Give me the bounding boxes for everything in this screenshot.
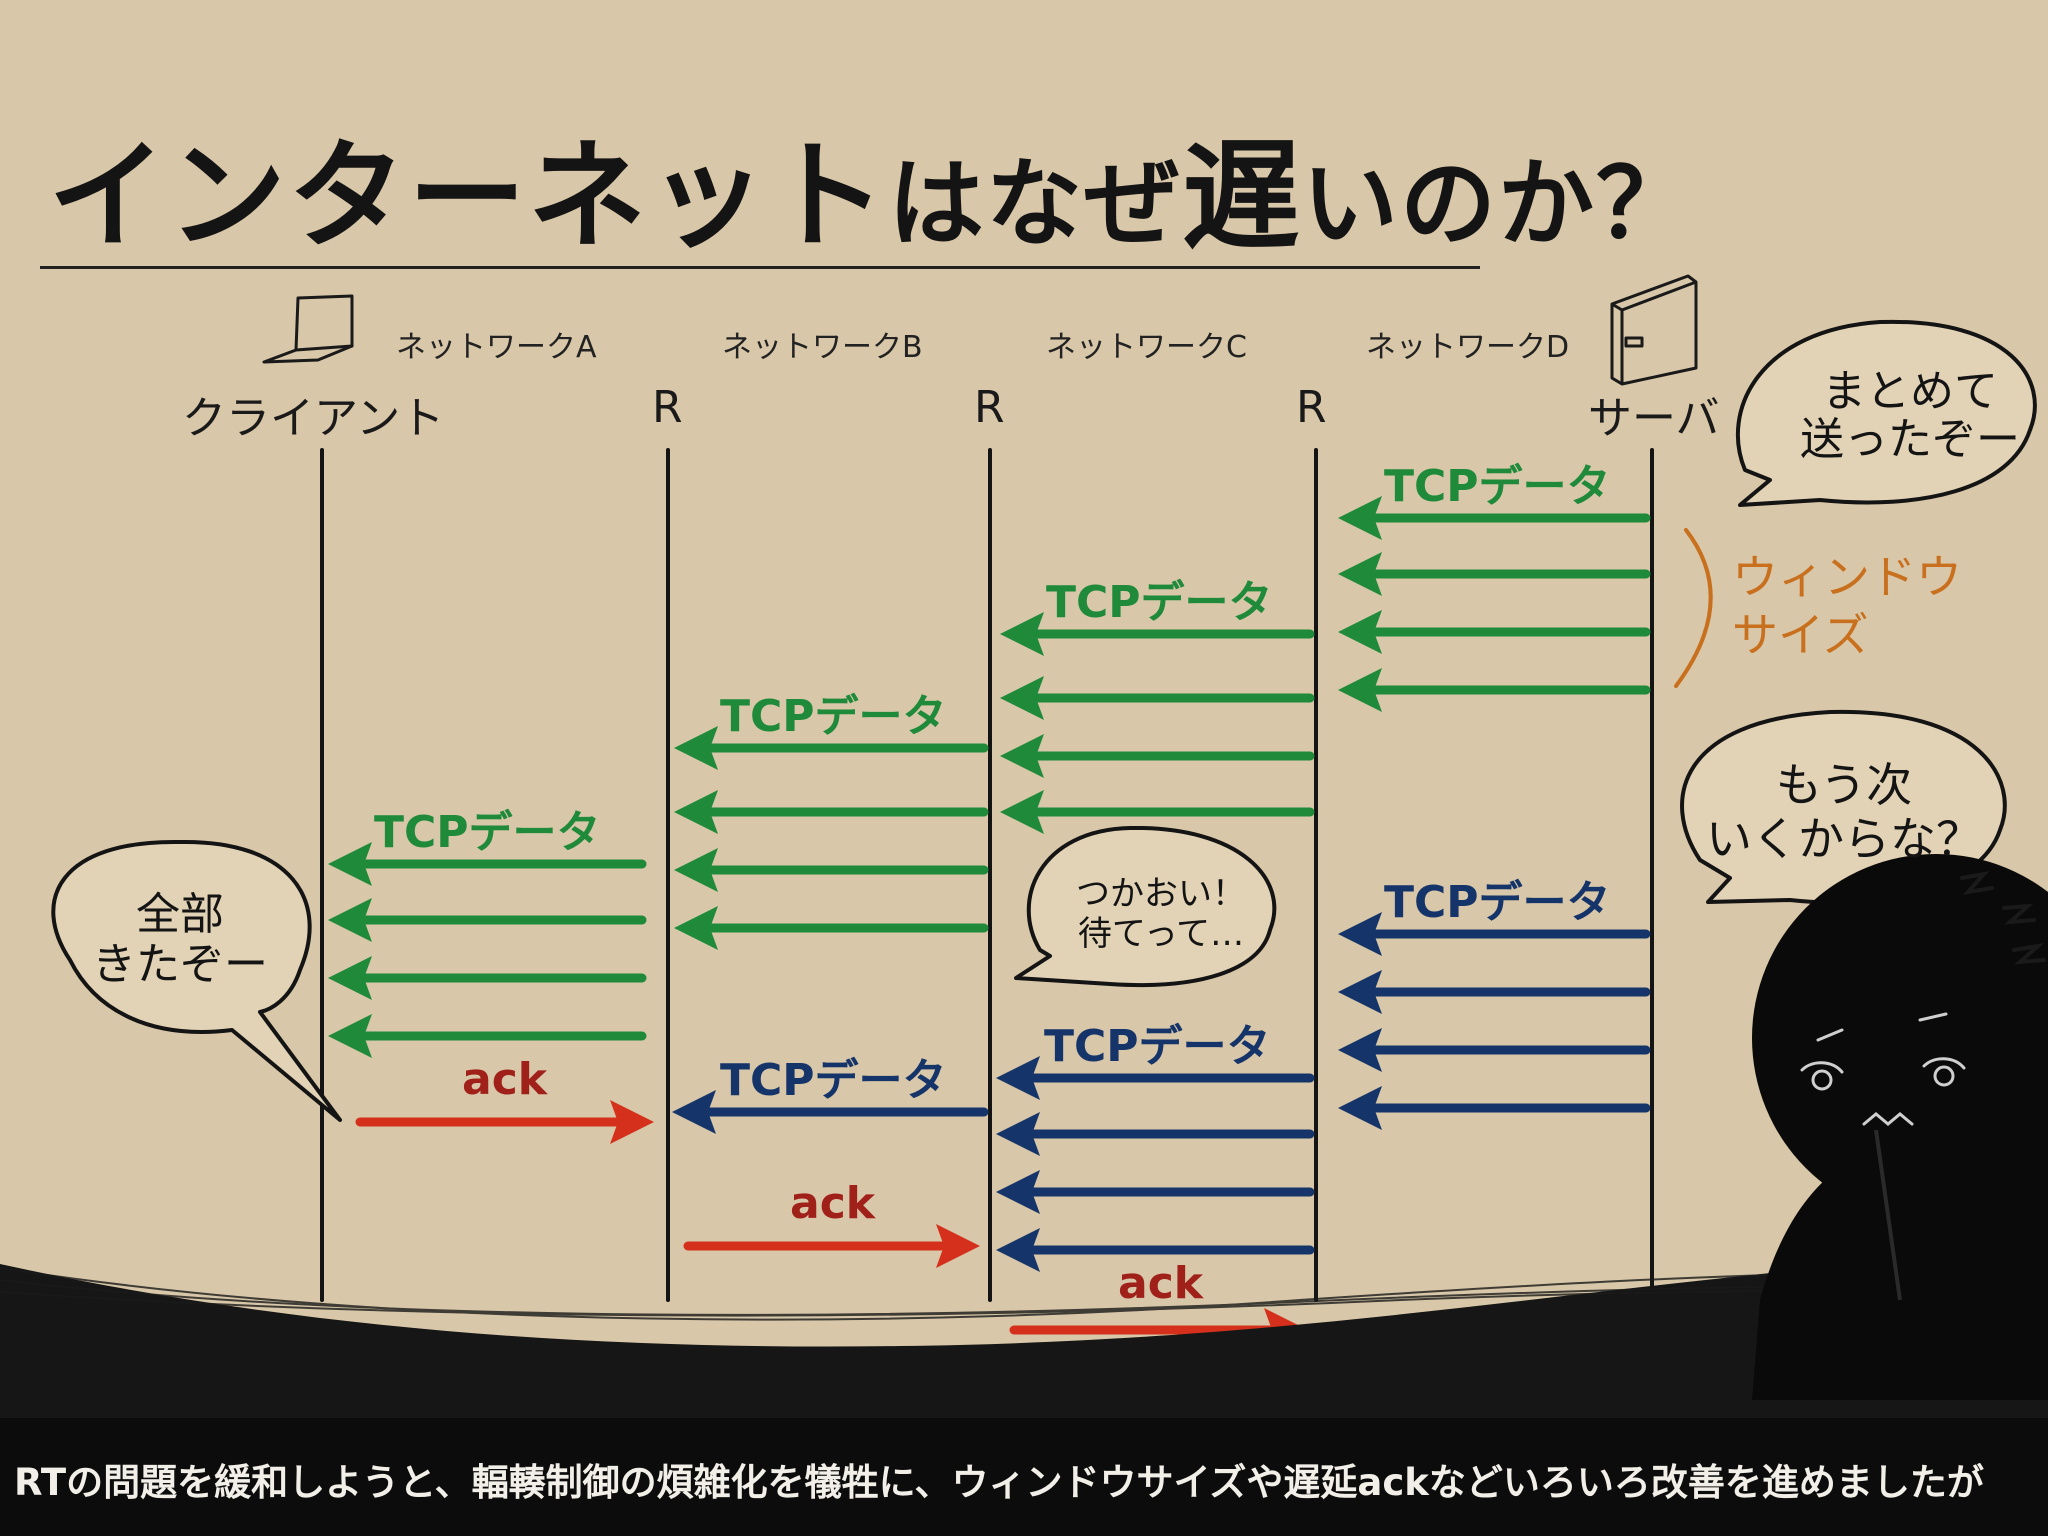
tcp-arrow-b-4 bbox=[674, 906, 989, 950]
window-bracket bbox=[1674, 528, 1713, 688]
client-bubble-line-2: きたぞー bbox=[92, 939, 268, 990]
tcp-arrow-second-c-3 bbox=[996, 1170, 1315, 1214]
tcp-arrow-c-1 bbox=[1000, 612, 1315, 656]
tcp-arrow-b-1 bbox=[674, 726, 989, 770]
title-part-1: はなぜ bbox=[888, 148, 1183, 260]
tcp-arrow-second-d-2 bbox=[1338, 970, 1651, 1014]
network-c-label: ネットワークC bbox=[1046, 330, 1247, 365]
network-b-label: ネットワークB bbox=[722, 330, 923, 365]
tcp-arrow-a-2 bbox=[328, 898, 647, 942]
next-bubble-line-1: もう次 bbox=[1775, 758, 1913, 812]
server-bubble-line-1: まとめて bbox=[1822, 366, 1998, 417]
ack-label-2: ack bbox=[790, 1178, 876, 1229]
router-2-label: R bbox=[974, 382, 1005, 433]
client-bubble-text: 全部 きたぞー bbox=[92, 890, 268, 990]
tcp-arrow-c-4 bbox=[1000, 790, 1315, 834]
window-size-line-1: ウィンドウ bbox=[1732, 550, 1962, 604]
title-part-2: 遅 bbox=[1182, 127, 1303, 265]
client-bubble-line-1: 全部 bbox=[136, 889, 224, 940]
next-bubble-line-2: いくからな？ bbox=[1706, 812, 1982, 866]
tcp-arrow-b-3 bbox=[674, 848, 989, 892]
router-bubble-line-2: 待てって… bbox=[1077, 914, 1245, 954]
tcp-label-network-b: TCPデータ bbox=[720, 691, 947, 742]
server-icon bbox=[1610, 274, 1698, 386]
tcp-label-second-network-c: TCPデータ bbox=[1044, 1021, 1271, 1072]
tcp-arrow-second-d-4 bbox=[1338, 1086, 1651, 1130]
tcp-label-second-server: TCPデータ bbox=[1384, 877, 1611, 928]
title-main: インターネット bbox=[48, 127, 889, 265]
title-underline bbox=[40, 266, 1480, 269]
router-bubble-text: つかおい！ 待てって… bbox=[1076, 874, 1246, 954]
tcp-arrow-d-2 bbox=[1338, 552, 1651, 596]
tcp-arrow-a-4 bbox=[328, 1014, 647, 1058]
router-bubble-line-1: つかおい！ bbox=[1076, 874, 1246, 914]
server-bubble-line-2: 送ったぞー bbox=[1800, 414, 2020, 465]
tcp-arrow-b-2 bbox=[674, 790, 989, 834]
router-1-label: R bbox=[652, 382, 683, 433]
tcp-arrow-d-1 bbox=[1338, 496, 1651, 540]
laptop-icon bbox=[262, 294, 354, 364]
title-part-3: いのか？ bbox=[1302, 148, 1695, 260]
tcp-arrow-second-d-3 bbox=[1338, 1028, 1651, 1072]
tcp-arrow-c-3 bbox=[1000, 734, 1315, 778]
router-3-label: R bbox=[1296, 382, 1327, 433]
tcp-arrow-second-b-1 bbox=[672, 1090, 989, 1134]
ack-label-3: ack bbox=[1118, 1258, 1204, 1309]
ack-arrow-2 bbox=[683, 1224, 980, 1268]
tcp-arrow-second-c-1 bbox=[996, 1056, 1315, 1100]
window-size-line-2: サイズ bbox=[1732, 608, 1869, 662]
tcp-arrow-second-c-2 bbox=[996, 1112, 1315, 1156]
caption-text: RTの問題を緩和しようと、輻輳制御の煩雑化を犠牲に、ウィンドウサイズや遅延ack… bbox=[14, 1461, 1984, 1504]
page-title: インターネットはなぜ遅いのか？ bbox=[48, 100, 1694, 271]
tcp-arrow-a-3 bbox=[328, 956, 647, 1000]
tcp-arrow-second-d-1 bbox=[1338, 912, 1651, 956]
tcp-label-network-c: TCPデータ bbox=[1046, 577, 1273, 628]
worried-character bbox=[1752, 854, 2048, 1400]
tcp-label-network-a: TCPデータ bbox=[374, 807, 601, 858]
tcp-label-server: TCPデータ bbox=[1384, 461, 1611, 512]
tcp-arrow-d-4 bbox=[1338, 668, 1651, 712]
message-arrows bbox=[328, 496, 1651, 1352]
client-label: クライアント bbox=[182, 393, 445, 444]
ack-label-1: ack bbox=[462, 1054, 548, 1105]
tcp-arrow-second-c-4 bbox=[996, 1228, 1315, 1272]
tcp-arrow-d-3 bbox=[1338, 610, 1651, 654]
tcp-label-second-network-b: TCPデータ bbox=[720, 1055, 947, 1106]
tcp-arrow-c-2 bbox=[1000, 676, 1315, 720]
caption-bar bbox=[0, 1418, 2048, 1536]
speech-bubble-server bbox=[1735, 319, 2037, 507]
network-d-label: ネットワークD bbox=[1366, 330, 1570, 365]
server-label: サーバ bbox=[1588, 393, 1720, 444]
server-bubble-text: まとめて 送ったぞー bbox=[1800, 368, 2020, 464]
window-size-label: ウィンドウ サイズ bbox=[1732, 548, 1962, 664]
tcp-arrow-a-1 bbox=[328, 842, 647, 886]
network-a-label: ネットワークA bbox=[396, 330, 597, 365]
ack-arrow-1 bbox=[355, 1100, 654, 1144]
speech-bubble-router bbox=[1014, 825, 1277, 987]
next-bubble-text: もう次 いくからな？ bbox=[1706, 758, 1982, 866]
speech-bubble-client bbox=[51, 839, 342, 1122]
